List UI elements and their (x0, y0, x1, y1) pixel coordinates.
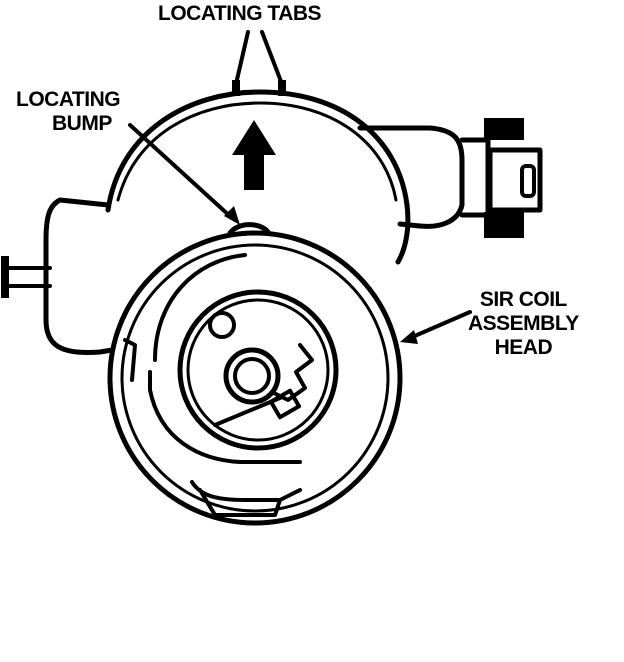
rear-housing-rim (116, 101, 398, 202)
sir-leader (408, 310, 472, 340)
mounting-rod (2, 258, 52, 297)
locating-tabs-text: LOCATING TABS (158, 2, 322, 25)
coil-head-outer (107, 230, 403, 526)
sir-arrowhead (400, 330, 418, 344)
connector-neck (459, 137, 491, 218)
connector-band-bottom (484, 212, 524, 238)
tabs-leader-left (234, 30, 250, 86)
locating-bump-line2: BUMP (52, 112, 112, 135)
locating-tab-left (232, 80, 240, 96)
center-hub-outer (223, 347, 281, 405)
connector-housing (357, 125, 465, 229)
rod-tip (1, 256, 9, 298)
rotor-cam (270, 343, 314, 402)
connector-band-top (484, 118, 524, 140)
connector-plug-slot (520, 164, 536, 198)
center-hub-inner (233, 357, 271, 395)
locating-bump-line1: LOCATING (16, 88, 121, 111)
bump-arrowhead (224, 206, 240, 225)
rotor-outer (177, 289, 339, 451)
detent-track (148, 253, 302, 464)
left-bracket (43, 197, 115, 356)
sir-coil-line1: SIR COIL (479, 288, 568, 311)
sir-coil-line2: ASSEMBLY (468, 312, 579, 335)
sir-coil-line3: HEAD (494, 336, 553, 359)
sir-coil-label: SIR COIL ASSEMBLY HEAD (468, 288, 579, 360)
rear-housing-outline (105, 89, 411, 265)
locating-tab-right (278, 80, 286, 96)
locating-tabs-label: LOCATING TABS (158, 2, 322, 26)
left-detent (123, 338, 137, 382)
rotor-spoke (213, 396, 282, 427)
locating-bump-label: LOCATING BUMP (16, 88, 121, 136)
bump-leader (128, 123, 234, 220)
rotor-inner (186, 298, 330, 442)
locating-bump (227, 222, 271, 236)
connector-plug-body (487, 147, 543, 213)
tabs-leader-right (260, 30, 284, 86)
up-arrow-icon (232, 120, 276, 190)
bottom-tab (190, 480, 302, 517)
rotor-pin (208, 311, 236, 339)
coil-head-inner-ring (120, 243, 390, 513)
